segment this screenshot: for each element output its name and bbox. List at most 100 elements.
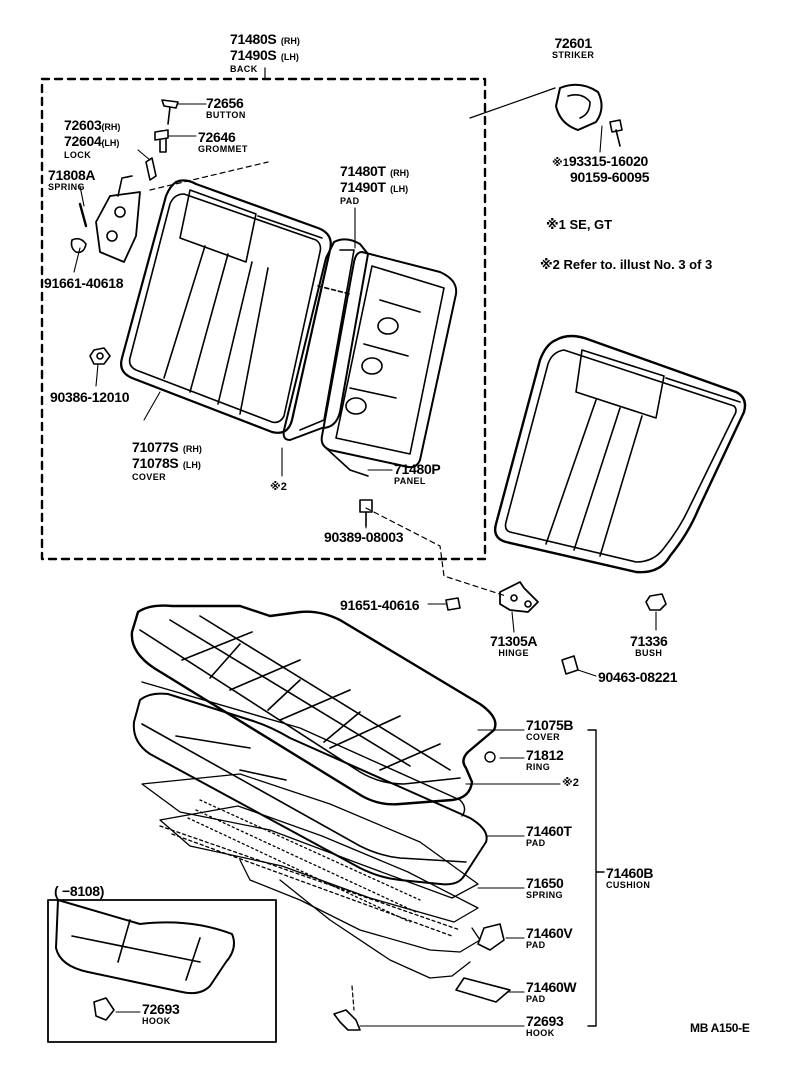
ref-mark-2: ※2 [270,481,287,493]
part-suffix: (RH) [101,122,121,132]
label-bolt-91661: 91661-40618 [44,275,124,291]
nut-90386-drawing [89,347,111,365]
part-name: HOOK [142,1016,171,1026]
part-number: 72646 [198,129,236,145]
part-number: 71490T [340,179,386,195]
part-number: 71480S [230,31,277,47]
part-number: 71480P [394,461,441,477]
part-number: 71336 [630,633,668,649]
part-suffix: (RH) [390,168,410,178]
label-lock: 72603(RH) 72604(LH) LOCK [64,118,120,160]
part-suffix: (LH) [390,184,409,194]
part-name: BACK [230,64,258,74]
part-name: PAD [340,196,360,206]
part-number: 71808A [48,167,96,183]
label-button: 72656 BUTTON [206,96,246,120]
part-name: RING [526,762,551,772]
part-name: LOCK [64,150,92,160]
part-number: 90159-60095 [570,169,650,185]
label-pad-w: 71460W PAD [526,979,577,1004]
part-name: CUSHION [606,880,651,890]
part-suffix: (RH) [280,36,300,46]
part-number: 72693 [526,1013,564,1029]
pad-w-drawing [455,977,511,1003]
part-number: 71460B [606,865,654,881]
back-cover-drawing [120,179,332,434]
part-number: 72603 [64,117,102,133]
inset-hook-drawing [93,997,115,1021]
part-number: 71305A [490,633,538,649]
part-number: 71078S [132,455,179,471]
part-number: 71075B [526,717,574,733]
bush-drawing [645,593,667,611]
label-bush: 71336 BUSH [630,633,668,658]
diagram-code: MB A150-E [690,1021,750,1035]
right-back-drawing [493,334,747,574]
part-name: BUSH [635,648,663,658]
label-pad-v: 71460V PAD [526,925,573,950]
part-number: 72693 [142,1001,180,1017]
inset-frame [47,899,277,1043]
label-cover-cushion: 71075B COVER [526,717,574,742]
part-number: 71460T [526,823,572,839]
back-assembly-boundary [40,77,487,561]
part-name: HOOK [526,1028,555,1038]
part-name: COVER [526,732,561,742]
leader-lines [73,103,657,1027]
part-name: SPRING [526,890,563,900]
part-number: 71460V [526,925,573,941]
part-name: STRIKER [552,50,595,60]
part-name: BUTTON [206,110,246,120]
part-suffix: (LH) [182,460,201,470]
note-mark: ※1 [552,157,569,169]
label-spring-cushion: 71650 SPRING [526,875,564,900]
part-number: 71650 [526,875,564,891]
label-pad-cushion: 71460T PAD [526,824,572,848]
part-suffix: (LH) [280,52,299,62]
back-pad-drawing [282,238,369,441]
part-suffix: (RH) [182,444,202,454]
striker-drawing [555,83,623,147]
clip-90463-drawing [561,655,579,675]
part-number: 71812 [526,747,564,763]
part-number: 72604 [64,133,102,149]
part-number: 71460W [526,979,577,995]
label-ring: 71812 RING [526,747,564,772]
label-bolt-91651: 91651-40616 [340,597,420,613]
part-name: PAD [526,838,546,848]
part-number: 72656 [206,95,244,111]
part-number: 71077S [132,439,179,455]
part-name: PANEL [394,476,426,486]
part-number: 72601 [554,35,592,51]
part-number: 71490S [230,47,277,63]
cushion-spring-drawing [141,773,481,979]
label-clip-90463: 90463-08221 [598,669,678,685]
note-2: ※2 Refer to. illust No. 3 of 3 [540,257,713,272]
label-bolt-90389: 90389-08003 [324,529,404,545]
button-drawing [161,99,179,125]
inset-cushion-drawing [55,899,235,995]
part-name: PAD [526,940,546,950]
part-suffix: (LH) [101,138,120,148]
part-name: HINGE [498,648,529,658]
label-cover-back: 71077S (RH) 71078S (LH) COVER [132,440,202,482]
cushion-pad-drawing [132,692,488,886]
ref-mark-2b: ※2 [562,777,579,789]
label-grommet: 72646 GROMMET [198,130,248,154]
label-pad-back: 71480T (RH) 71490T (LH) PAD [340,164,409,206]
label-panel: 71480P PANEL [394,461,441,486]
part-name: PAD [526,994,546,1004]
label-screw-striker: ※193315-16020 90159-60095 [552,154,650,186]
cushion-cover-drawing [130,604,497,806]
bolt-90389-drawing [359,499,373,527]
hook-bottom-drawing [333,985,361,1031]
cushion-bracket [587,729,605,1027]
label-spring-back: 71808A SPRING [48,167,96,192]
part-name: SPRING [48,182,85,192]
label-hinge: 71305A HINGE [490,633,538,658]
back-panel-drawing [320,251,458,477]
label-striker: 72601 STRIKER [552,36,594,60]
label-hook-inset: 72693 HOOK [142,1001,180,1026]
